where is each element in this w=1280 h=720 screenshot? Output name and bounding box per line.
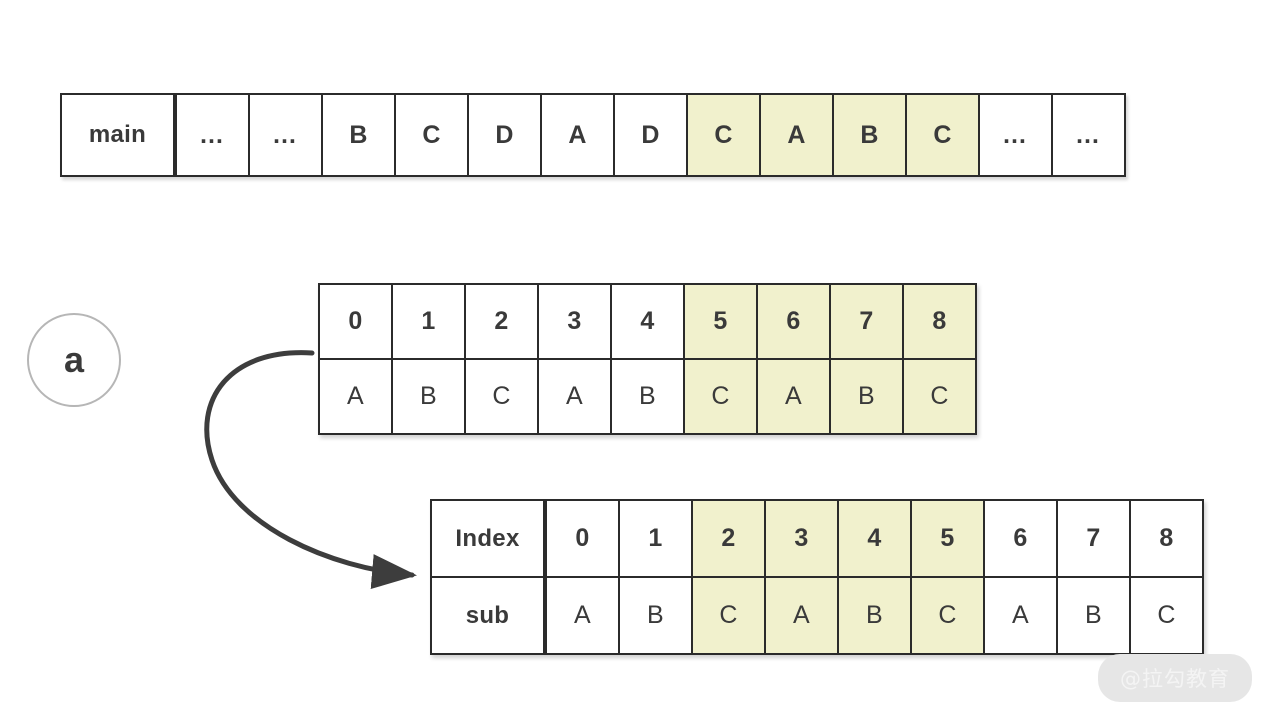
array-cell: 5 [683, 283, 758, 360]
array-cell: 8 [1129, 499, 1204, 578]
array-cell: A [537, 358, 612, 435]
array-cell: A [756, 358, 831, 435]
main-array-label: main [60, 93, 175, 177]
array-cell: C [902, 358, 977, 435]
array-cell: 2 [691, 499, 766, 578]
array-cell: 3 [537, 283, 612, 360]
array-cell: 5 [910, 499, 985, 578]
array-cell: A [759, 93, 834, 177]
array-cell: 2 [464, 283, 539, 360]
array-cell: A [540, 93, 615, 177]
array-cell: C [691, 576, 766, 655]
watermark: @拉勾教育 [1098, 654, 1252, 702]
array-cell: A [983, 576, 1058, 655]
array-cell: D [467, 93, 542, 177]
array-cell: C [394, 93, 469, 177]
array-cell: B [321, 93, 396, 177]
array-cell: C [464, 358, 539, 435]
array-cell: 4 [610, 283, 685, 360]
array-cell: A [318, 358, 393, 435]
array-cell: 1 [618, 499, 693, 578]
array-cell: B [391, 358, 466, 435]
array-cell: C [910, 576, 985, 655]
array-cell: B [1056, 576, 1131, 655]
array-cell: C [1129, 576, 1204, 655]
array-cell: B [618, 576, 693, 655]
array-cell: 0 [545, 499, 620, 578]
array-cell: 3 [764, 499, 839, 578]
array-cell: 7 [829, 283, 904, 360]
sub-index-row-label: Index [430, 499, 545, 578]
array-cell: 6 [983, 499, 1058, 578]
array-cell: 1 [391, 283, 466, 360]
array-cell: B [610, 358, 685, 435]
figure-label-badge: a [27, 313, 121, 407]
array-cell: C [683, 358, 758, 435]
array-cell: … [1051, 93, 1126, 177]
array-cell: A [764, 576, 839, 655]
array-cell: A [545, 576, 620, 655]
array-cell: 4 [837, 499, 912, 578]
array-cell: C [686, 93, 761, 177]
array-cell: B [837, 576, 912, 655]
array-cell: 8 [902, 283, 977, 360]
array-cell: B [832, 93, 907, 177]
array-cell: D [613, 93, 688, 177]
array-cell: … [978, 93, 1053, 177]
array-cell: C [905, 93, 980, 177]
array-cell: 0 [318, 283, 393, 360]
sub-row-label: sub [430, 576, 545, 655]
array-cell: … [248, 93, 323, 177]
array-cell: 7 [1056, 499, 1131, 578]
array-cell: … [175, 93, 250, 177]
array-cell: B [829, 358, 904, 435]
array-cell: 6 [756, 283, 831, 360]
